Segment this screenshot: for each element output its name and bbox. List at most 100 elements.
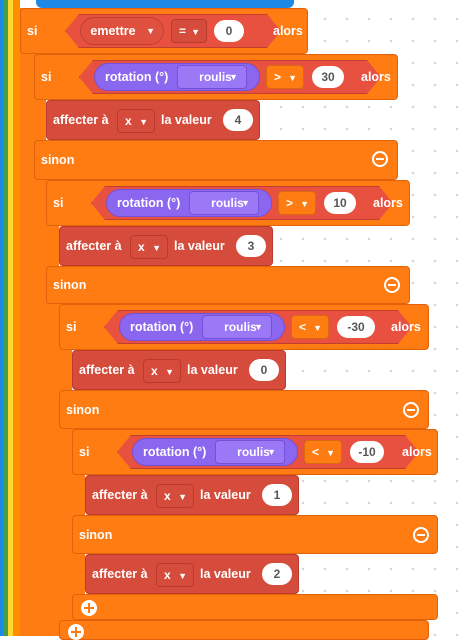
- if-block-top[interactable]: si emettre▼ =▼ 0 alors: [20, 8, 308, 54]
- sensor-reporter[interactable]: rotation (°) roulis▼: [94, 63, 260, 91]
- axis-dropdown[interactable]: roulis▼: [177, 65, 247, 89]
- operator-value: <: [312, 445, 320, 459]
- collapse-icon[interactable]: [384, 277, 400, 293]
- plus-circle-icon[interactable]: [81, 600, 97, 616]
- sensor-reporter[interactable]: rotation (°) roulis▼: [132, 438, 298, 466]
- set-variable-block-4[interactable]: affecter à x▼ la valeur 1: [85, 475, 299, 515]
- plus-circle-icon[interactable]: [68, 624, 84, 640]
- number-input[interactable]: 0: [249, 359, 279, 381]
- if-else-block-4[interactable]: si rotation (°) roulis▼ <▼ -10 alors: [72, 429, 438, 475]
- caret-down-icon: ▼: [267, 447, 276, 457]
- caret-down-icon: ▼: [178, 492, 187, 502]
- if-keyword: si: [79, 445, 90, 459]
- variable-dropdown[interactable]: x▼: [156, 563, 194, 587]
- else-bar-1[interactable]: sinon: [34, 140, 398, 180]
- collapse-icon[interactable]: [403, 402, 419, 418]
- number-input[interactable]: 2: [262, 563, 292, 585]
- else-keyword: sinon: [53, 278, 87, 292]
- caret-down-icon: ▼: [152, 243, 161, 253]
- if-3-footer[interactable]: [59, 620, 429, 640]
- operator-dropdown[interactable]: <▼: [291, 315, 329, 339]
- set-keyword: affecter à: [66, 239, 122, 253]
- else-bar-2[interactable]: sinon: [46, 266, 410, 304]
- then-keyword: alors: [373, 196, 403, 210]
- sensor-label: rotation (°): [130, 320, 194, 334]
- set-keyword: affecter à: [79, 363, 135, 377]
- then-keyword: alors: [273, 24, 303, 38]
- operator-value: >: [274, 70, 282, 84]
- number-input[interactable]: 1: [262, 484, 292, 506]
- condition-compare[interactable]: rotation (°) roulis▼ <▼ -30: [104, 310, 412, 344]
- value-keyword: la valeur: [200, 488, 251, 502]
- variable-dropdown[interactable]: x▼: [156, 484, 194, 508]
- if-else-block-3[interactable]: si rotation (°) roulis▼ <▼ -30 alors: [59, 304, 429, 350]
- variable-dropdown[interactable]: x▼: [117, 109, 155, 133]
- operator-dropdown[interactable]: >▼: [266, 65, 304, 89]
- if-keyword: si: [41, 70, 52, 84]
- set-keyword: affecter à: [92, 488, 148, 502]
- parent-block-fragment[interactable]: [36, 0, 294, 8]
- condition-compare[interactable]: rotation (°) roulis▼ >▼ 30: [79, 60, 381, 94]
- set-variable-block-3[interactable]: affecter à x▼ la valeur 0: [72, 350, 286, 390]
- number-input[interactable]: 0: [214, 20, 244, 42]
- else-keyword: sinon: [79, 528, 113, 542]
- else-bar-4[interactable]: sinon: [72, 515, 438, 554]
- variable-name: x: [151, 364, 158, 378]
- variable-dropdown[interactable]: x▼: [143, 359, 181, 383]
- condition-compare[interactable]: rotation (°) roulis▼ >▼ 10: [91, 186, 393, 220]
- if-keyword: si: [27, 24, 38, 38]
- else-keyword: sinon: [41, 153, 75, 167]
- condition-compare[interactable]: rotation (°) roulis▼ <▼ -10: [117, 435, 419, 469]
- caret-down-icon: ▼: [178, 571, 187, 581]
- if-keyword: si: [53, 196, 64, 210]
- caret-down-icon: ▼: [288, 73, 297, 83]
- operator-value: <: [299, 320, 307, 334]
- else-keyword: sinon: [66, 403, 100, 417]
- variable-reporter-emettre[interactable]: emettre▼: [80, 17, 164, 45]
- condition-equals[interactable]: emettre▼ =▼ 0: [65, 14, 281, 48]
- set-variable-block-2[interactable]: affecter à x▼ la valeur 3: [59, 226, 273, 266]
- axis-dropdown[interactable]: roulis▼: [189, 191, 259, 215]
- collapse-icon[interactable]: [413, 527, 429, 543]
- caret-down-icon: ▼: [139, 117, 148, 127]
- operator-value: =: [179, 24, 187, 38]
- if-else-block-1[interactable]: si rotation (°) roulis▼ >▼ 30 alors: [34, 54, 398, 100]
- variable-dropdown[interactable]: x▼: [130, 235, 168, 259]
- variable-name: x: [138, 240, 145, 254]
- set-variable-block-5[interactable]: affecter à x▼ la valeur 2: [85, 554, 299, 594]
- sensor-reporter[interactable]: rotation (°) roulis▼: [106, 189, 272, 217]
- axis-value: roulis: [199, 70, 232, 84]
- caret-down-icon: ▼: [326, 448, 335, 458]
- number-input[interactable]: -30: [337, 316, 375, 338]
- number-input[interactable]: 30: [312, 66, 344, 88]
- caret-down-icon: ▼: [313, 323, 322, 333]
- if-1-spine: [34, 54, 46, 636]
- number-input[interactable]: 4: [223, 109, 253, 131]
- number-input[interactable]: 10: [324, 192, 356, 214]
- variable-name: x: [164, 489, 171, 503]
- set-variable-block-1[interactable]: affecter à x▼ la valeur 4: [46, 100, 260, 140]
- number-input[interactable]: 3: [236, 235, 266, 257]
- sensor-label: rotation (°): [143, 445, 207, 459]
- operator-dropdown[interactable]: =▼: [171, 19, 207, 43]
- if-4-footer[interactable]: [72, 594, 438, 620]
- caret-down-icon[interactable]: ▼: [146, 26, 155, 36]
- variable-name: x: [125, 114, 132, 128]
- number-input[interactable]: -10: [350, 441, 384, 463]
- operator-dropdown[interactable]: <▼: [304, 440, 342, 464]
- operator-dropdown[interactable]: >▼: [278, 191, 316, 215]
- collapse-icon[interactable]: [372, 151, 388, 167]
- axis-dropdown[interactable]: roulis▼: [215, 440, 285, 464]
- axis-value: roulis: [237, 445, 270, 459]
- axis-dropdown[interactable]: roulis▼: [202, 315, 272, 339]
- caret-down-icon: ▼: [229, 72, 238, 82]
- set-keyword: affecter à: [53, 113, 109, 127]
- workspace-edge-stripes: [0, 0, 20, 636]
- sensor-reporter[interactable]: rotation (°) roulis▼: [119, 313, 285, 341]
- axis-value: roulis: [224, 320, 257, 334]
- else-bar-3[interactable]: sinon: [59, 390, 429, 429]
- value-keyword: la valeur: [161, 113, 212, 127]
- if-else-block-2[interactable]: si rotation (°) roulis▼ >▼ 10 alors: [46, 180, 410, 226]
- if-keyword: si: [66, 320, 77, 334]
- caret-down-icon: ▼: [241, 198, 250, 208]
